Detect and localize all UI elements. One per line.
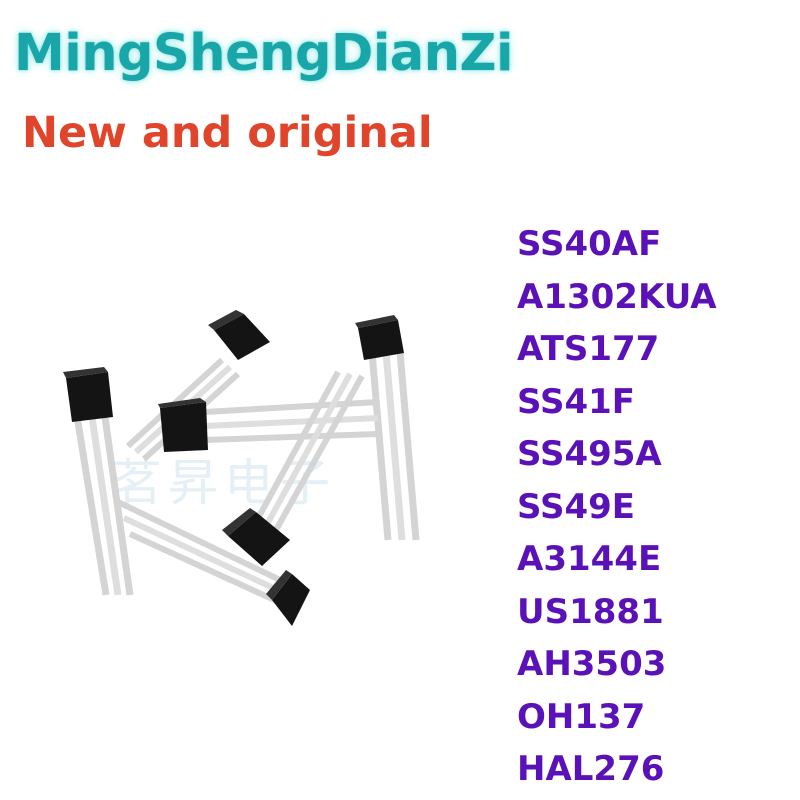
part-number: SS41F [517,381,635,422]
part-number: A1302KUA [517,276,717,317]
brand-title: MingShengDianZi [14,24,514,83]
part-number: HAL276 [517,749,665,789]
part-number: AH3503 [517,644,667,684]
part-number: SS495A [517,434,662,474]
tagline: New and original [22,108,433,158]
part-number: SS40AF [517,224,662,264]
component-e [222,370,365,566]
part-number: OH137 [517,696,646,737]
part-number: US1881 [517,591,664,632]
part-number: A3144E [517,539,662,579]
part-number: SS49E [517,486,635,527]
component-a [63,367,134,596]
component-c [355,315,420,541]
part-number: ATS177 [517,329,660,369]
part-number-list: SS40AF A1302KUA ATS177 SS41F SS495A SS49… [517,220,717,798]
component-f [116,499,310,626]
